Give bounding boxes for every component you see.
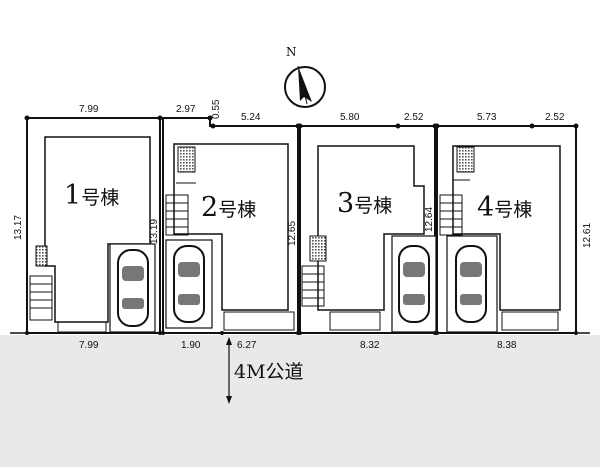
- dim-top-jog: 0.55: [211, 99, 222, 119]
- lot-3-boundary: [299, 125, 436, 334]
- road-surface: [0, 335, 600, 467]
- lot-3-utility-icon: [309, 235, 327, 262]
- dim-depth-lot2-right: 12.65: [287, 221, 298, 246]
- lot-1-number: 1: [64, 180, 81, 211]
- utility-boxes: [35, 146, 475, 267]
- lot-1-suffix: 号棟: [81, 187, 119, 209]
- car-icon: [455, 245, 487, 323]
- dim-bottom-lot3: 8.32: [360, 340, 380, 351]
- parking-space-3: [391, 235, 437, 333]
- lot-3-number: 3: [337, 188, 354, 219]
- dim-depth-lot2-left: 13.19: [149, 219, 160, 244]
- dim-bottom-lot1: 7.99: [79, 340, 99, 351]
- car-icon: [398, 245, 430, 323]
- road-width-arrow: [226, 337, 232, 404]
- lot-2-label: 2号棟: [201, 192, 256, 223]
- dim-bottom-lot2a: 1.90: [181, 340, 201, 351]
- lot-4-label: 4号棟: [477, 192, 532, 223]
- lot-4-building: [452, 145, 561, 311]
- frontage-boxes: [57, 311, 559, 333]
- parking-space-1: [109, 243, 156, 333]
- lot-2-number: 2: [201, 192, 218, 223]
- lot-4-boundary: [436, 125, 577, 334]
- road: 4M公道: [0, 332, 600, 467]
- north-label: N: [286, 45, 297, 59]
- car-icon: [117, 249, 149, 327]
- lot-4-number: 4: [477, 192, 494, 223]
- lot-4-utility-icon: [456, 146, 475, 173]
- lot-3-label: 3号棟: [337, 188, 392, 219]
- dim-bottom-lot4: 8.38: [497, 340, 517, 351]
- lot-2-suffix: 号棟: [218, 199, 256, 221]
- lot-4-suffix: 号棟: [494, 199, 532, 221]
- lot-2-utility-icon: [177, 146, 196, 173]
- car-icon: [173, 245, 205, 323]
- lot-3-building: [317, 145, 425, 311]
- dim-top-lot2a: 2.97: [176, 104, 196, 115]
- lot-1-building: [44, 136, 151, 323]
- parking-space-2: [165, 239, 213, 329]
- dim-depth-lot1: 13.17: [13, 215, 24, 240]
- lot-2-building: [173, 143, 289, 311]
- dim-depth-lot4: 12.61: [582, 223, 593, 248]
- dim-top-lot4b: 2.52: [545, 112, 565, 123]
- lot-4-steps: [439, 194, 463, 236]
- dim-top-lot4a: 5.73: [477, 112, 497, 123]
- dim-bottom-lot2b: 6.27: [237, 340, 257, 351]
- parking-spaces: [109, 235, 498, 333]
- parking-space-4: [446, 235, 498, 333]
- building-footprints: [44, 136, 561, 323]
- lot-2-steps: [165, 194, 189, 236]
- lot-3-steps: [301, 265, 325, 307]
- dim-top-lot3a: 5.80: [340, 112, 360, 123]
- lot-1-steps: [29, 275, 53, 321]
- north-arrow-icon: [298, 66, 312, 102]
- compass: N: [284, 45, 326, 108]
- dim-top-lot1: 7.99: [79, 104, 99, 115]
- dim-top-lot2b: 5.24: [241, 112, 261, 123]
- lot-1-boundary: [26, 117, 161, 334]
- road-label: 4M公道: [234, 361, 304, 383]
- dim-top-lot3b: 2.52: [404, 112, 424, 123]
- entrance-steps: [29, 194, 463, 321]
- bottom-dimension-marks: [25, 331, 578, 335]
- lot-1-label: 1号棟: [64, 180, 119, 211]
- lot-1-utility-icon: [35, 245, 48, 267]
- dim-depth-lot3: 12.64: [424, 207, 435, 232]
- lot-labels: 1号棟 2号棟 3号棟 4号棟: [64, 180, 532, 223]
- lot-3-suffix: 号棟: [354, 195, 392, 217]
